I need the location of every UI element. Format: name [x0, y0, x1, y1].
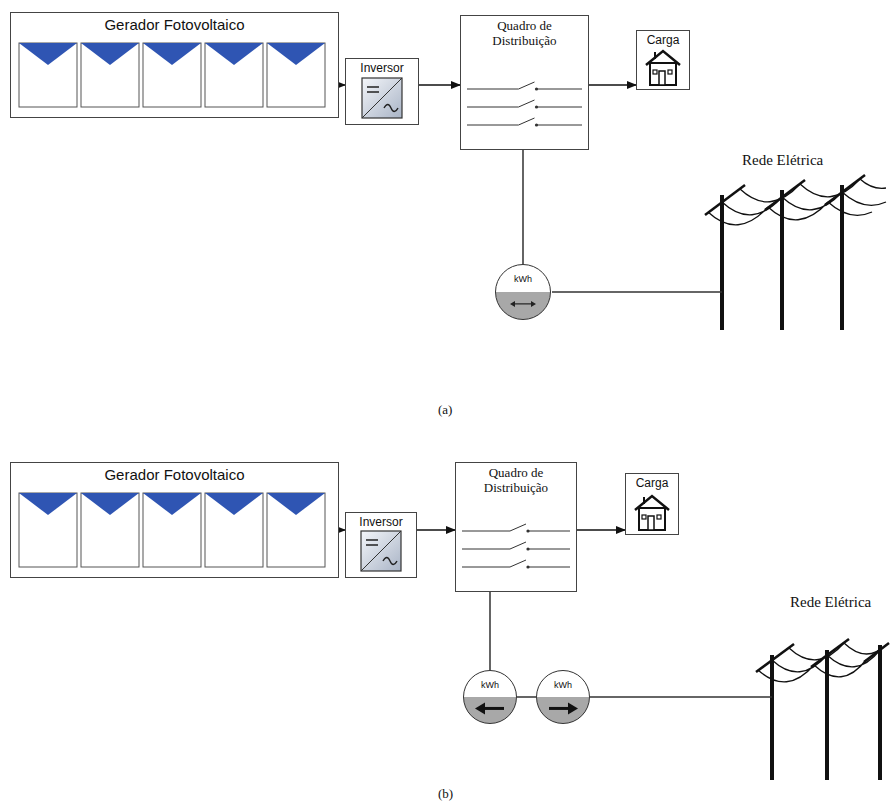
- kwh-meter: kWh: [463, 670, 517, 724]
- inverter-box: Inversor: [345, 512, 417, 578]
- kwh-meter: kWh: [536, 670, 590, 724]
- pv-generator-box: Gerador Fotovoltaico: [10, 462, 339, 578]
- wire-connector: [522, 150, 523, 264]
- service-wire: [552, 292, 772, 697]
- kwh-meter: kWh: [495, 264, 551, 320]
- wire-connector: [517, 696, 536, 697]
- node-title: Carga: [626, 474, 678, 491]
- meter-label: kWh: [537, 671, 589, 690]
- node-title: Quadro de Distribuição: [461, 16, 588, 49]
- flow-arrow: [589, 84, 636, 85]
- node-title: Inversor: [346, 513, 416, 530]
- flow-arrow: [417, 529, 455, 530]
- meter-label: kWh: [464, 671, 516, 690]
- grid-label: Rede Elétrica: [742, 152, 823, 169]
- grid-label: Rede Elétrica: [790, 594, 871, 611]
- node-title: Inversor: [346, 59, 418, 76]
- load-box: Carga: [625, 473, 679, 535]
- node-title: Gerador Fotovoltaico: [11, 13, 338, 33]
- pv-generator-box: Gerador Fotovoltaico: [10, 12, 339, 118]
- meter-symbol: [537, 671, 589, 723]
- meter-label: kWh: [496, 265, 550, 284]
- flow-arrow: [419, 84, 460, 85]
- flow-arrow: [577, 529, 625, 530]
- node-title: Quadro de Distribuição: [456, 463, 576, 496]
- panel-label: (a): [438, 402, 452, 418]
- utility-poles: [705, 175, 889, 780]
- distribution-board-box: Quadro de Distribuição: [455, 462, 577, 592]
- wire-connector: [489, 592, 490, 670]
- meter-symbol: [464, 671, 516, 723]
- panel-label: (b): [438, 786, 453, 802]
- meter-symbol: [496, 265, 550, 319]
- load-box: Carga: [636, 30, 690, 90]
- node-title: Gerador Fotovoltaico: [11, 463, 338, 483]
- node-title: Carga: [637, 31, 689, 48]
- distribution-board-box: Quadro de Distribuição: [460, 15, 589, 150]
- inverter-box: Inversor: [345, 58, 419, 125]
